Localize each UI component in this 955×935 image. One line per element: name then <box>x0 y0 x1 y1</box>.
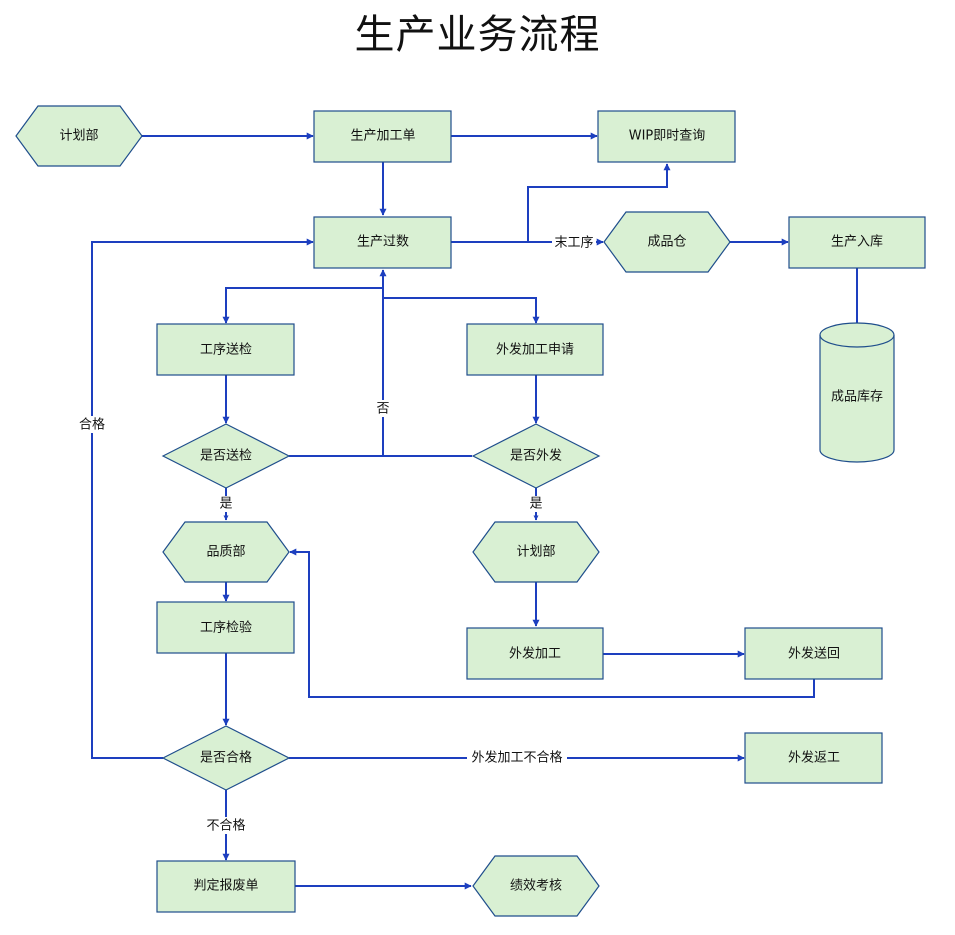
node-quality-dept: 品质部 <box>162 521 290 583</box>
edge-pass-to-wip <box>527 163 671 242</box>
edge-label-outsource-unqualified: 外发加工不合格 <box>471 750 562 766</box>
page-title: 生产业务流程 <box>354 12 601 58</box>
svg-text:外发返工: 外发返工 <box>788 750 840 766</box>
svg-text:成品仓: 成品仓 <box>647 235 686 250</box>
node-finished-warehouse: 成品仓 <box>603 211 731 273</box>
edge-return-to-quality <box>289 548 815 698</box>
edge-label-last-process: 末工序 <box>554 236 593 251</box>
node-plan-dept-mid: 计划部 <box>472 521 600 583</box>
svg-text:计划部: 计划部 <box>516 545 555 560</box>
svg-text:是否合格: 是否合格 <box>200 750 252 766</box>
svg-text:判定报废单: 判定报废单 <box>193 878 258 894</box>
node-outsource-request: 外发加工申请 <box>466 323 604 376</box>
edge-label-no: 否 <box>376 402 389 417</box>
svg-text:工序送检: 工序送检 <box>200 343 252 358</box>
svg-text:成品库存: 成品库存 <box>831 389 883 405</box>
svg-text:品质部: 品质部 <box>206 545 245 560</box>
edge-label-unqualified: 不合格 <box>206 818 245 834</box>
node-performance-review: 绩效考核 <box>472 855 600 917</box>
node-whether-inspection: 是否送检 <box>161 423 291 489</box>
svg-text:外发送回: 外发送回 <box>788 646 840 662</box>
svg-text:外发加工申请: 外发加工申请 <box>496 342 574 358</box>
svg-text:是否外发: 是否外发 <box>510 448 562 464</box>
node-production-inbound: 生产入库 <box>788 216 926 269</box>
edge-pass-to-outsource-request <box>383 297 540 324</box>
edge-pass-to-inspection-submit <box>222 287 383 324</box>
node-production-pass: 生产过数 <box>313 216 452 269</box>
node-process-inspection: 工序检验 <box>156 601 295 654</box>
node-outsource-return: 外发送回 <box>744 627 883 680</box>
svg-text:是否送检: 是否送检 <box>200 449 252 464</box>
node-finished-inventory: 成品库存 <box>819 322 895 463</box>
svg-text:计划部: 计划部 <box>59 129 98 144</box>
svg-text:生产入库: 生产入库 <box>831 234 883 250</box>
node-plan-dept-top: 计划部 <box>15 105 143 167</box>
node-wip-query: WIP即时查询 <box>597 110 736 163</box>
node-process-inspection-submit: 工序送检 <box>156 323 295 376</box>
edge-qualified-back <box>91 238 314 759</box>
node-whether-qualified: 是否合格 <box>161 725 291 791</box>
edge-label-yes-inspection: 是 <box>219 497 232 512</box>
edge-label-yes-outsource: 是 <box>529 497 542 512</box>
edge-label-qualified: 合格 <box>79 417 105 433</box>
node-work-order: 生产加工单 <box>313 110 452 163</box>
svg-text:WIP即时查询: WIP即时查询 <box>629 129 706 144</box>
node-scrap-order: 判定报废单 <box>156 860 296 913</box>
node-whether-outsource: 是否外发 <box>471 423 601 489</box>
svg-text:工序检验: 工序检验 <box>200 620 252 636</box>
svg-text:绩效考核: 绩效考核 <box>510 879 562 894</box>
svg-text:生产过数: 生产过数 <box>357 235 409 250</box>
svg-text:外发加工: 外发加工 <box>509 646 561 662</box>
node-outsource-processing: 外发加工 <box>466 627 604 680</box>
svg-text:生产加工单: 生产加工单 <box>350 129 415 144</box>
node-outsource-rework: 外发返工 <box>744 732 883 784</box>
